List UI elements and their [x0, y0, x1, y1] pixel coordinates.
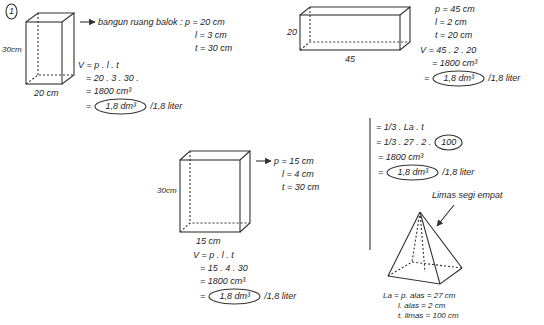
handwritten-text: 20 cm — [34, 88, 59, 99]
handwritten-text: = 20 . 3 . 30 . — [86, 73, 139, 84]
circled-text: 1,8 dm³ — [208, 288, 261, 305]
handwritten-text: V = p . l . t — [78, 60, 119, 71]
handwritten-text: 30cm — [157, 186, 177, 196]
handwritten-text: t = 30 cm — [195, 43, 232, 54]
handwritten-text: /1,8 liter — [150, 101, 182, 112]
circled-value: 1,8 dm³ — [106, 101, 137, 112]
circle-outline — [433, 71, 484, 86]
handwritten-text: bangun ruang balok : p = 20 cm — [98, 17, 225, 28]
handwritten-text: = 1/3 . 27 . 2 . — [376, 137, 431, 148]
circled-text-body: 1,8 dm³ — [220, 291, 251, 302]
handwritten-text: 45 — [345, 54, 355, 65]
circled-value: 1,8 dm³ — [220, 291, 251, 302]
handwritten-text: 30cm — [2, 45, 22, 55]
handwritten-text: 15 cm — [196, 236, 221, 247]
handwritten-text: V = p . l . t — [193, 250, 234, 261]
handwritten-text: /1,8 liter — [264, 291, 296, 302]
handwritten-text: t = 20 cm — [435, 30, 472, 41]
cuboid-drawing — [300, 7, 410, 50]
handwritten-text: = — [424, 73, 429, 84]
handwritten-text: = 1800 cm³ — [86, 86, 131, 97]
circled-text-body: 100 — [441, 137, 456, 148]
handwritten-text: l = 2 cm — [435, 17, 467, 28]
handwritten-text: = 1800 cm³ — [432, 58, 477, 69]
pointer-arrow — [437, 205, 454, 226]
pointer-arrow — [256, 160, 271, 161]
circle-outline — [6, 4, 17, 19]
circled-text: 1,8 dm³ — [432, 70, 485, 87]
handwritten-text: Limas segi empat — [432, 190, 503, 201]
cuboid-drawing — [26, 13, 74, 84]
handwritten-text: = — [378, 167, 383, 178]
handwritten-text: /1,8 liter — [442, 167, 474, 178]
circle-outline — [435, 135, 462, 150]
circled-value: 1,8 dm³ — [398, 167, 429, 178]
circled-text: 100 — [434, 134, 463, 151]
handwritten-text: p = 45 cm — [435, 4, 475, 15]
circled-text: 1,8 dm³ — [386, 164, 439, 181]
divider-line — [369, 118, 370, 250]
handwritten-text: = — [86, 101, 91, 112]
circle-outline — [209, 289, 260, 304]
handwritten-text: V = 45 . 2 . 20 — [420, 45, 476, 56]
circle-outline — [387, 165, 438, 180]
handwritten-text: La = p. alas = 27 cm — [383, 291, 456, 301]
circled-text-body: 1,8 dm³ — [444, 73, 475, 84]
handwritten-text: p = 15 cm — [274, 156, 314, 167]
handwritten-text: = 1/3 . La . t — [376, 122, 424, 133]
handwritten-text: = 1800 cm³ — [378, 152, 423, 163]
circled-text-body: 1 — [9, 6, 14, 17]
handwritten-text: = — [200, 291, 205, 302]
circled-text-body: 1,8 dm³ — [398, 167, 429, 178]
handwritten-text: /1,8 liter — [488, 73, 520, 84]
circled-text: 1,8 dm³ — [94, 98, 147, 115]
handwritten-text: = 1800 cm³ — [200, 276, 245, 287]
cuboid-drawing — [180, 151, 250, 232]
circled-text: 1 — [5, 3, 18, 20]
circled-value: 100 — [441, 137, 456, 148]
handwritten-text: 20 — [287, 27, 297, 38]
handwritten-text: = 15 . 4 . 30 — [200, 263, 248, 274]
handwritten-text: t = 30 cm — [282, 182, 319, 193]
pointer-arrow — [80, 21, 95, 22]
handwritten-text: t. limas = 100 cm — [398, 311, 459, 321]
pyramid-drawing — [388, 212, 462, 284]
circled-text-body: 1,8 dm³ — [106, 101, 137, 112]
handwritten-text: l = 4 cm — [282, 169, 314, 180]
handwritten-text: l = 3 cm — [195, 30, 227, 41]
circled-value: 1 — [9, 6, 14, 17]
handwritten-text: l. alas = 2 cm — [398, 301, 445, 311]
circle-outline — [95, 99, 146, 114]
circled-value: 1,8 dm³ — [444, 73, 475, 84]
